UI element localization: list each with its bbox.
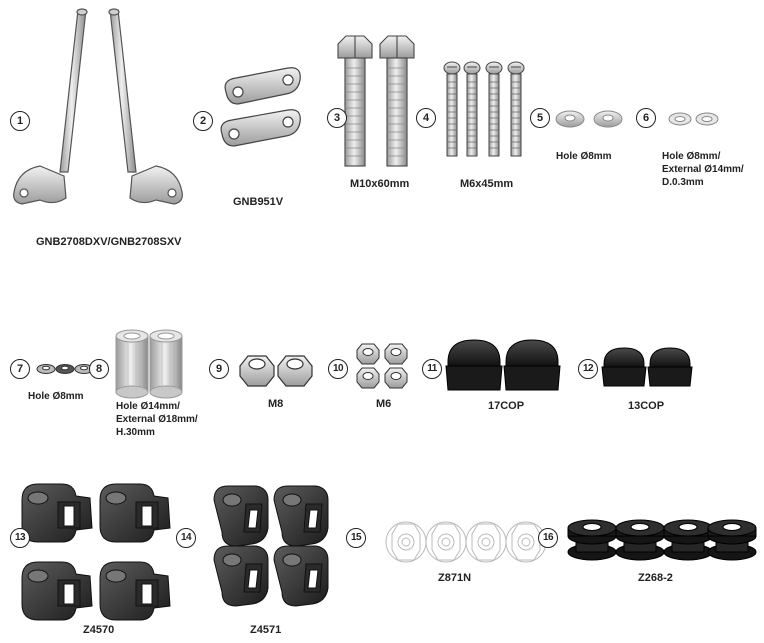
part-code-label: M6x45mm xyxy=(460,178,514,190)
part-number-badge: 8 xyxy=(89,359,109,379)
part-code-label: Z268-2 xyxy=(638,572,673,584)
part-number-badge: 2 xyxy=(193,111,213,131)
part-code-label: M10x60mm xyxy=(350,178,410,190)
part-number-badge: 9 xyxy=(209,359,229,379)
part-number-badge: 5 xyxy=(530,108,550,128)
washer-icon xyxy=(555,110,623,128)
part-number-badge: 4 xyxy=(416,108,436,128)
part-code-label: M8 xyxy=(268,398,284,410)
part-number-badge: 14 xyxy=(176,528,196,548)
washer-icon xyxy=(36,364,94,374)
clamp-icon xyxy=(21,483,171,621)
hex-bolt-icon xyxy=(337,35,415,167)
part-number-badge: 6 xyxy=(636,108,656,128)
part-code-label: GNB2708DXV/GNB2708SXV xyxy=(36,236,182,248)
part-code-label: 17COP xyxy=(488,400,525,412)
cap-nut-icon xyxy=(445,339,561,391)
part-code-label: M6 xyxy=(376,398,392,410)
part-code-label: GNB951V xyxy=(233,196,284,208)
plate-icon xyxy=(220,67,301,147)
part-number-badge: 3 xyxy=(327,108,347,128)
part-code-label: Hole Ø8mm/ External Ø14mm/ D.0.3mm xyxy=(662,151,744,188)
part-number-badge: 1 xyxy=(10,111,30,131)
clamp-icon xyxy=(213,485,329,607)
part-number-badge: 15 xyxy=(346,528,366,548)
part-number-badge: 10 xyxy=(328,359,348,379)
part-code-label: 13COP xyxy=(628,400,665,412)
part-code-label: Hole Ø14mm/ External Ø18mm/ H.30mm xyxy=(116,401,198,438)
flange-nut-icon xyxy=(385,521,547,563)
part-code-label: Z4571 xyxy=(250,624,282,636)
part-number-badge: 16 xyxy=(538,528,558,548)
lock-nut-icon xyxy=(356,343,408,389)
part-code-label: Hole Ø8mm xyxy=(28,391,84,402)
part-code-label: Hole Ø8mm xyxy=(556,151,612,162)
part-number-badge: 13 xyxy=(10,528,30,548)
cap-nut-icon xyxy=(601,347,693,387)
part-code-label: Z4570 xyxy=(83,624,115,636)
part-code-label: Z871N xyxy=(438,572,472,584)
spacer-icon xyxy=(115,329,183,399)
part-number-badge: 7 xyxy=(10,359,30,379)
frame-bracket-icon xyxy=(13,8,183,205)
part-number-badge: 11 xyxy=(422,359,442,379)
thin-washer-icon xyxy=(668,112,719,126)
rubber-grommet-icon xyxy=(567,519,757,561)
part-number-badge: 12 xyxy=(578,359,598,379)
screw-icon xyxy=(443,61,525,157)
lock-nut-icon xyxy=(239,355,313,387)
